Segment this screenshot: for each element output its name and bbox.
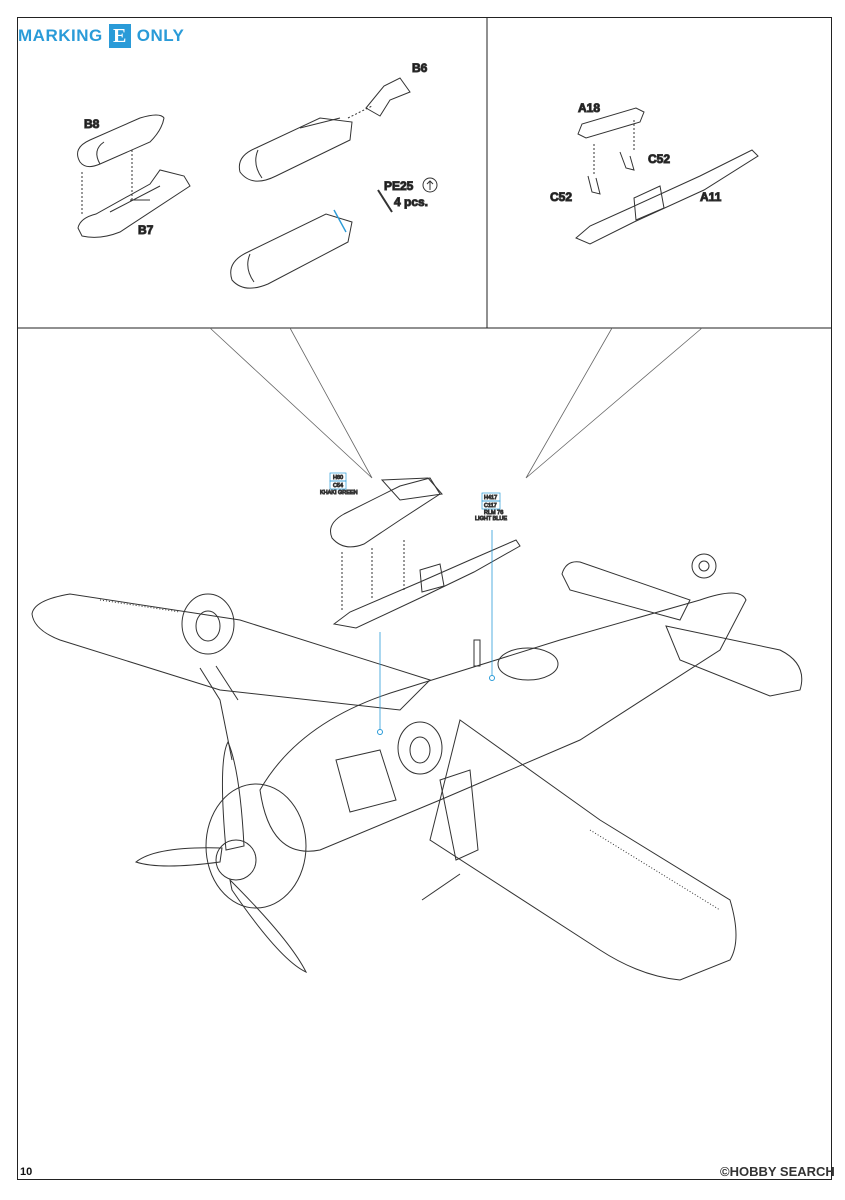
part-b7-drawing [77,169,191,238]
part-c52-drawing [587,151,635,195]
label-a18: A18 [578,101,600,115]
page-frame [17,17,832,1180]
label-b6: B6 [412,61,428,75]
khaki-code-2: C54 [333,483,343,489]
pe25-part-drawing [377,189,393,213]
part-b8-drawing [77,114,165,168]
part-b6-drawing [365,77,411,117]
label-c52-right: C52 [648,152,670,166]
part-a11-drawing [575,149,759,245]
watermark: ©HOBBY SEARCH [720,1164,835,1179]
drop-tank-lower-drawing [230,209,353,289]
marking-header: MARKING E ONLY [18,24,184,48]
main-rack-drawing [332,539,521,629]
main-drop-tank-drawing [330,477,443,548]
label-b7: B7 [138,223,154,237]
blue-name-2: LIGHT BLUE [475,516,507,522]
label-a11: A11 [700,190,722,204]
khaki-code-1: H80 [333,475,343,481]
color-callout-blue: H417 C117 RLM 76 LIGHT BLUE [475,492,508,523]
blue-code-2: C117 [484,503,497,509]
callout-lines [209,327,703,479]
marking-letter-badge: E [108,24,131,48]
label-b8: B8 [84,117,100,131]
label-pe25-qty: 4 pcs. [394,195,428,209]
label-pe25: PE25 [384,179,414,193]
color-callout-khaki: H80 C54 KHAKI GREEN [320,472,358,497]
page-number: 10 [20,1166,33,1178]
khaki-name: KHAKI GREEN [320,490,358,496]
blue-name-1: RLM 76 [484,510,503,516]
part-a18-drawing [577,107,645,139]
pe25-photoetch-icon [422,177,438,193]
drop-tank-upper-drawing [238,117,353,182]
marking-only-label: ONLY [136,26,185,45]
marking-label: MARKING [18,26,103,45]
aircraft-drawing [31,553,803,981]
pe25-arrow-icon [426,180,434,190]
label-c52-left: C52 [550,190,572,204]
blue-code-1: H417 [484,495,497,501]
